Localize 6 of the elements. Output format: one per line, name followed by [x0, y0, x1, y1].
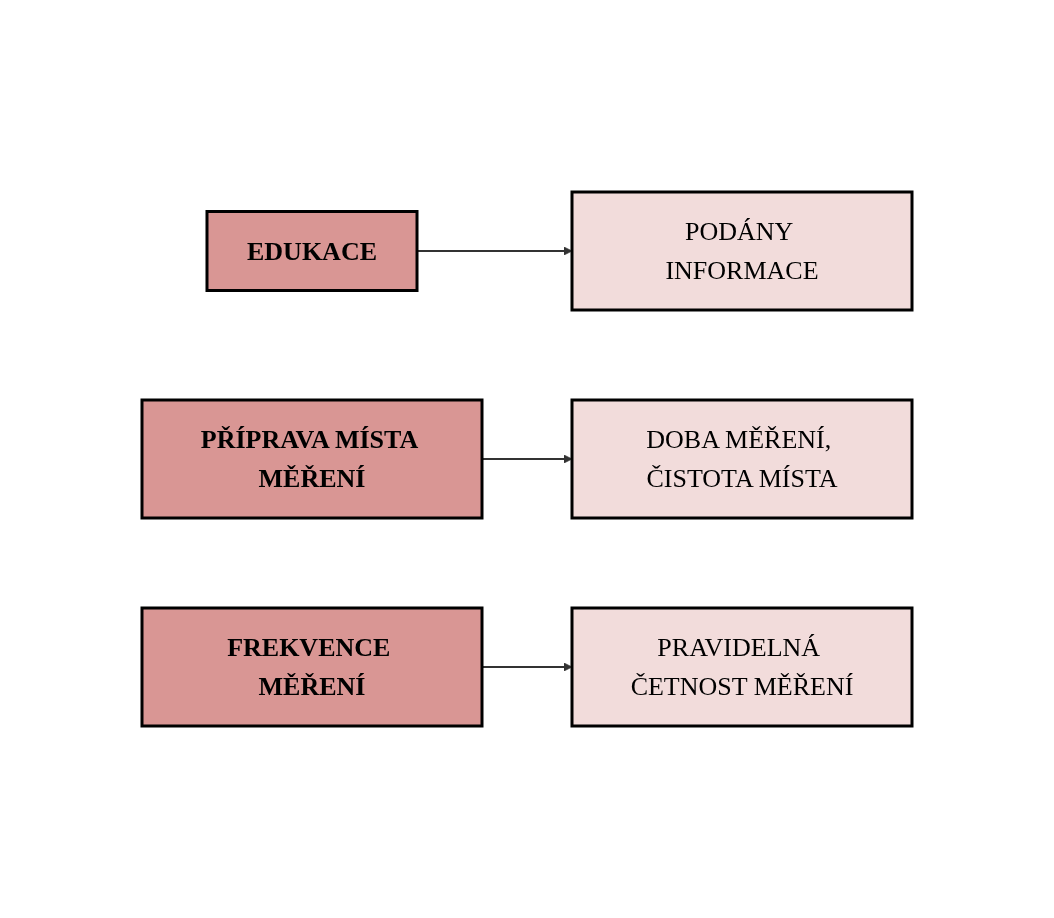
node-box: PODÁNY INFORMACE — [570, 190, 914, 312]
node-box: PRAVIDELNÁ ČETNOST MĚŘENÍ — [570, 606, 914, 728]
node-box: FREKVENCE MĚŘENÍ — [140, 606, 484, 728]
node-box: PŘÍPRAVA MÍSTA MĚŘENÍ — [140, 398, 484, 520]
node-box: EDUKACE — [205, 210, 419, 292]
node-box: DOBA MĚŘENÍ, ČISTOTA MÍSTA — [570, 398, 914, 520]
